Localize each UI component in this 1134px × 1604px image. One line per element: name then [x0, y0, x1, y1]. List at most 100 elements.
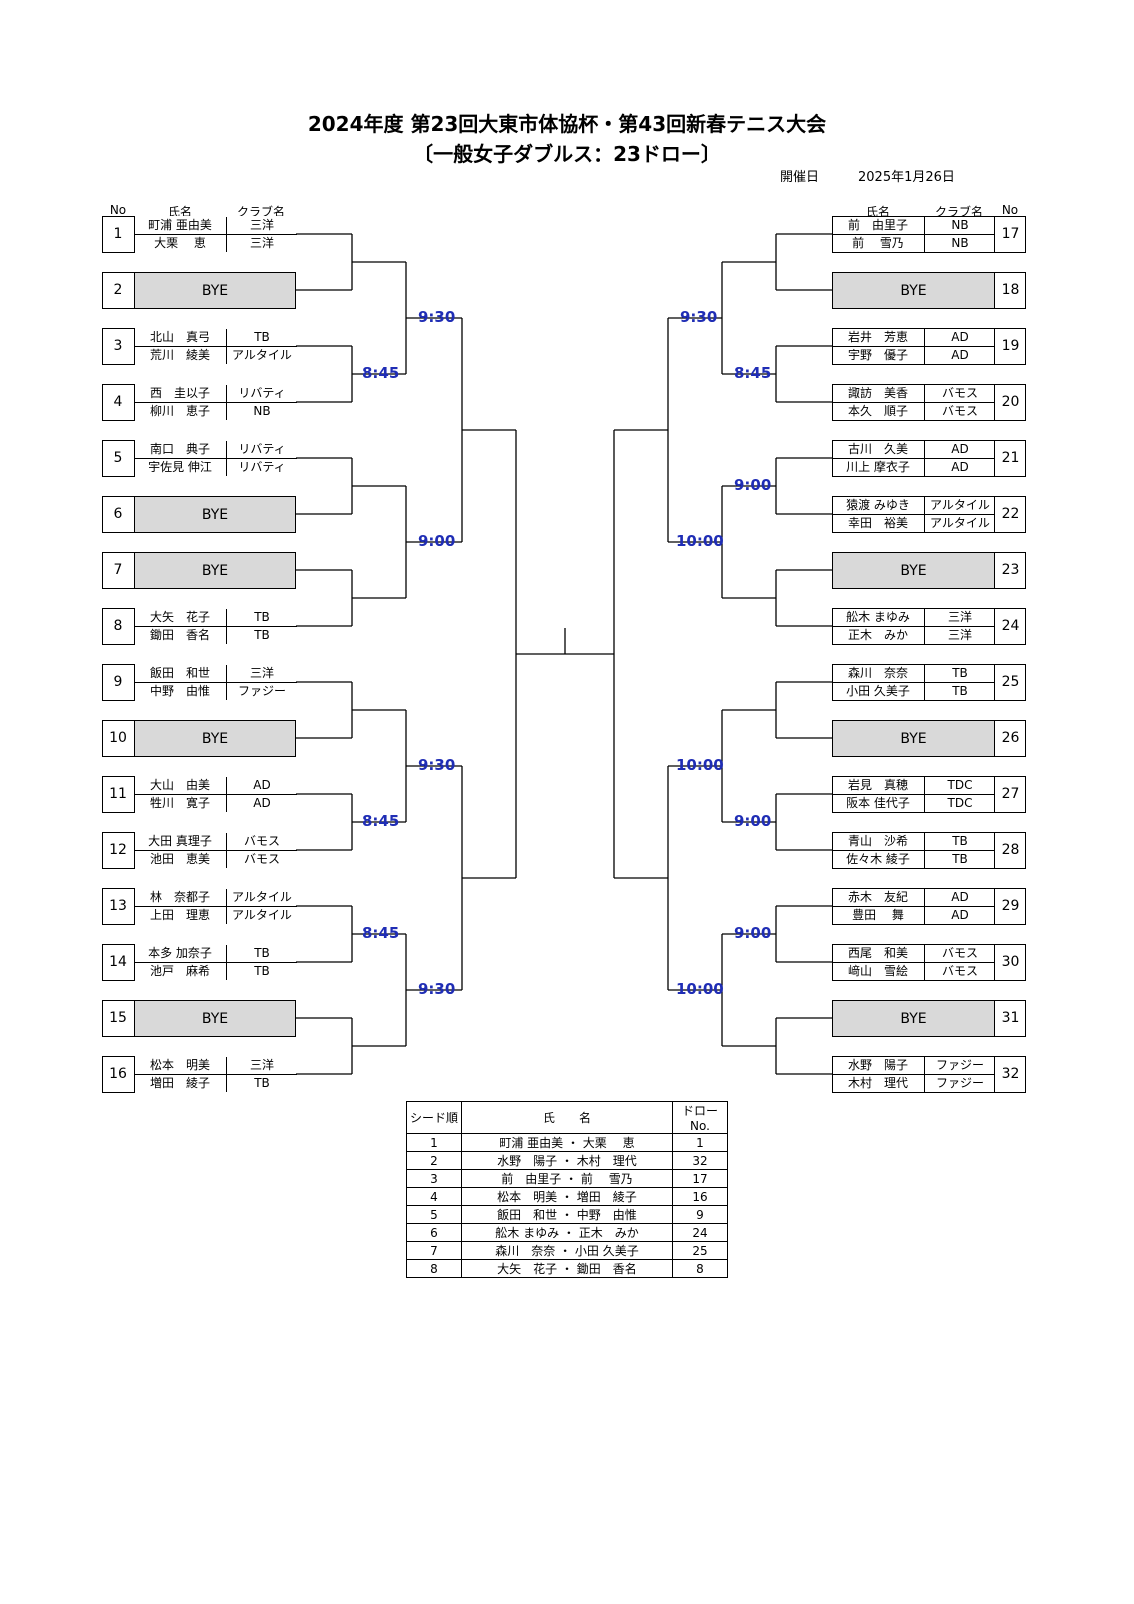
player-club: リバティ — [226, 441, 297, 459]
player-club: TB — [924, 851, 995, 868]
date-label: 開催日 — [780, 170, 820, 185]
seed-rank: 5 — [406, 1205, 462, 1224]
seed-rank: 8 — [406, 1259, 462, 1278]
match-time: 10:00 — [676, 532, 724, 550]
player-name: 古川 久美 — [832, 441, 924, 459]
seed-name: 前 由里子 ・ 前 雪乃 — [461, 1169, 673, 1188]
header-club-left: クラブ名 — [236, 205, 285, 219]
player-name: 牲川 寛子 — [149, 796, 210, 810]
player-name: 佐々木 綾子 — [846, 852, 910, 866]
player-club: アルタイル — [924, 515, 995, 532]
player-club: バモス — [226, 833, 297, 851]
page-title: 2024年度 第23回大東市体協杯・第43回新春テニス大会 — [307, 112, 827, 136]
player-club: AD — [924, 907, 995, 924]
seed-draw: 17 — [672, 1169, 728, 1188]
seed-name: 飯田 和世 ・ 中野 由惟 — [461, 1205, 673, 1224]
player-name: 大矢 花子 — [134, 609, 226, 627]
bye-slot: BYE — [832, 552, 995, 589]
bye-slot: BYE — [832, 272, 995, 309]
seed-header-rank: シード順 — [406, 1101, 462, 1134]
player-name: 池田 恵美 — [149, 852, 210, 866]
player-club: NB — [924, 235, 995, 252]
seed-draw: 8 — [672, 1259, 728, 1278]
seed-rank: 1 — [406, 1133, 462, 1152]
match-time: 9:30 — [418, 980, 456, 998]
seed-header-name: 氏 名 — [461, 1101, 673, 1134]
player-club: バモス — [924, 963, 995, 980]
player-club: AD — [924, 459, 995, 476]
bye-slot: BYE — [134, 720, 296, 757]
player-name: 宇佐見 伸江 — [148, 460, 212, 474]
player-name: 池戸 麻希 — [149, 964, 210, 978]
draw-number: 14 — [109, 954, 127, 970]
player-club: バモス — [226, 851, 297, 868]
player-club: 三洋 — [226, 217, 297, 235]
player-name: 幸田 裕美 — [847, 516, 908, 530]
player-name: 本多 加奈子 — [134, 945, 226, 963]
match-time: 10:00 — [676, 980, 724, 998]
player-name: 猿渡 みゆき — [832, 497, 924, 515]
header-name-left: 氏名 — [167, 205, 192, 219]
player-club: NB — [924, 217, 995, 235]
draw-number: 10 — [109, 730, 127, 746]
player-name: 荒川 綾美 — [149, 348, 210, 362]
player-name: 青山 沙希 — [832, 833, 924, 851]
draw-number: 13 — [109, 898, 127, 914]
draw-number: 7 — [113, 562, 123, 578]
header-name-right: 氏名 — [865, 205, 890, 219]
match-time: 9:00 — [734, 476, 772, 494]
player-club: ファジー — [924, 1075, 995, 1092]
player-name: 前 雪乃 — [852, 236, 904, 250]
draw-number: 15 — [109, 1010, 127, 1026]
player-club: AD — [226, 795, 297, 812]
player-name: 松本 明美 — [134, 1057, 226, 1075]
seed-draw: 24 — [672, 1223, 728, 1242]
date-value: 2025年1月26日 — [858, 170, 955, 185]
seed-rank: 3 — [406, 1169, 462, 1188]
player-club: TB — [226, 627, 297, 644]
seed-rank: 4 — [406, 1187, 462, 1206]
player-name: 前 由里子 — [832, 217, 924, 235]
player-name: 豊田 舞 — [852, 908, 904, 922]
bye-slot: BYE — [832, 1000, 995, 1037]
player-club: AD — [924, 347, 995, 364]
player-name: 西尾 和美 — [832, 945, 924, 963]
player-name: 南口 典子 — [134, 441, 226, 459]
player-name: 本久 順子 — [847, 404, 908, 418]
player-club: アルタイル — [226, 347, 297, 364]
player-club: TB — [924, 833, 995, 851]
draw-number: 6 — [113, 506, 123, 522]
player-club: TDC — [924, 777, 995, 795]
player-club: ファジー — [924, 1057, 995, 1075]
match-time: 9:00 — [418, 532, 456, 550]
player-club: AD — [924, 329, 995, 347]
player-name: 諏訪 美香 — [832, 385, 924, 403]
player-name: 﨑山 雪絵 — [847, 964, 908, 978]
match-time: 9:00 — [734, 812, 772, 830]
bye-slot: BYE — [134, 496, 296, 533]
player-name: 水野 陽子 — [832, 1057, 924, 1075]
player-name: 増田 綾子 — [149, 1076, 210, 1090]
seed-draw: 1 — [672, 1133, 728, 1152]
match-time: 9:00 — [734, 924, 772, 942]
player-name: 大栗 恵 — [154, 236, 206, 250]
player-club: バモス — [924, 385, 995, 403]
player-name: 大田 真理子 — [134, 833, 226, 851]
draw-number: 8 — [113, 618, 123, 634]
seed-draw: 9 — [672, 1205, 728, 1224]
player-club: 三洋 — [924, 627, 995, 644]
draw-number: 4 — [113, 394, 123, 410]
header-club-right: クラブ名 — [934, 205, 983, 219]
player-club: 三洋 — [226, 235, 297, 252]
player-name: 西 圭以子 — [134, 385, 226, 403]
player-name: 宇野 優子 — [847, 348, 908, 362]
seed-name: 森川 奈奈 ・ 小田 久美子 — [461, 1241, 673, 1260]
player-name: 大山 由美 — [134, 777, 226, 795]
player-club: アルタイル — [924, 497, 995, 515]
